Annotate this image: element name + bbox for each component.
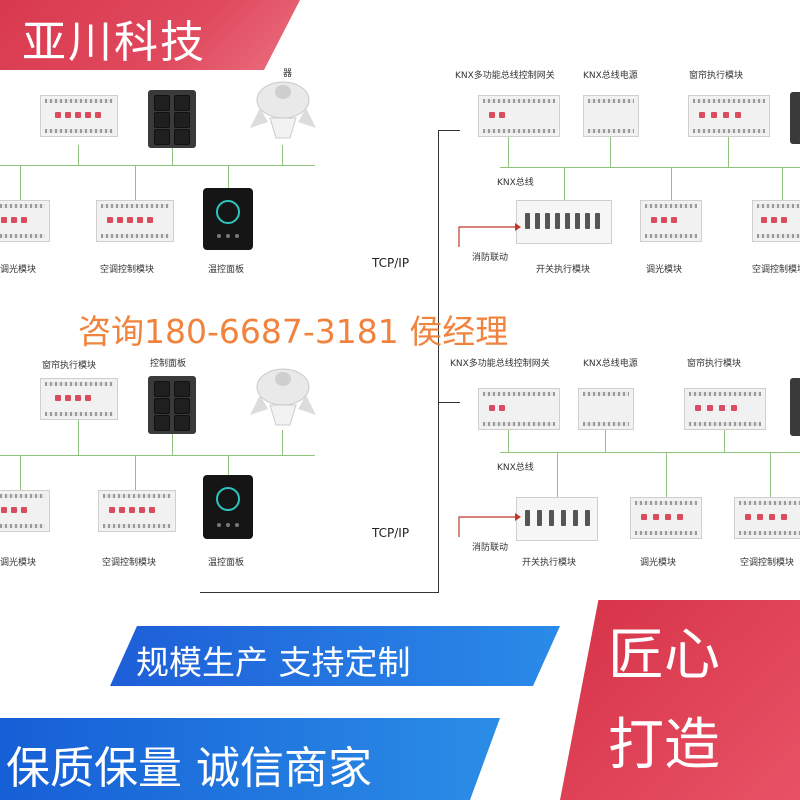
curtain-top-device xyxy=(688,95,770,137)
label-power-bottom: KNX总线电源 xyxy=(583,359,638,369)
label-dimmer-bottom-right: 调光模块 xyxy=(640,558,677,568)
badge-line1: 匠心 xyxy=(608,623,720,688)
label-knx-bus-top: KNX总线 xyxy=(497,178,534,188)
label-ac-bottom-right: 空调控制模块 xyxy=(740,558,795,568)
power-top-device xyxy=(583,95,639,137)
bus-line-top-right xyxy=(500,167,800,168)
banner-quality: 保质保量 诚信商家 xyxy=(0,718,500,800)
label-curtain-bottom: 窗帘执行模块 xyxy=(687,359,742,369)
label-ac-1: 空调控制模块 xyxy=(100,265,155,275)
dimmer-top-right-device xyxy=(640,200,702,242)
label-gateway-top: KNX多功能总线控制网关 xyxy=(455,71,555,81)
curtain-module-bottom-left-device xyxy=(40,378,118,420)
gateway-top-device xyxy=(478,95,560,137)
ceiling-sensor-bottom-icon xyxy=(250,368,316,426)
ac-bottom-right-device xyxy=(734,497,800,539)
banner-scale-production: 规模生产 支持定制 xyxy=(110,626,560,686)
badge-line2: 打造 xyxy=(608,713,720,778)
gateway-bottom-device xyxy=(478,388,560,430)
label-power-top: KNX总线电源 xyxy=(583,71,638,81)
curtain-bottom-device xyxy=(684,388,766,430)
label-control-panel: 控制面板 xyxy=(150,359,187,369)
label-ac-2: 空调控制模块 xyxy=(102,558,157,568)
label-knx-bus-bottom: KNX总线 xyxy=(497,463,534,473)
label-dimmer-2: 调光模块 xyxy=(0,558,37,568)
bus-line-bottom-right xyxy=(500,452,800,453)
label-curtain-top: 窗帘执行模块 xyxy=(689,71,744,81)
dimmer-bottom-right-device xyxy=(630,497,702,539)
label-switch-top: 开关执行模块 xyxy=(536,265,591,275)
thermostat-1-device xyxy=(203,188,253,250)
dimmer-module-1-device xyxy=(0,200,50,242)
bus-line-top-left xyxy=(0,165,315,166)
label-ac-top-right: 空调控制模块 xyxy=(752,265,800,275)
ac-module-1-device xyxy=(96,200,174,242)
tcp-ip-label-top: TCP/IP xyxy=(372,256,410,270)
brand-name: 亚川科技 xyxy=(22,17,206,68)
contact-phone-overlay: 咨询180-6687-3181 侯经理 xyxy=(78,312,509,351)
label-thermostat-1: 温控面板 xyxy=(208,265,245,275)
control-panel-bottom-device xyxy=(148,376,196,434)
dimmer-module-2-device xyxy=(0,490,50,532)
ac-module-2-device xyxy=(98,490,176,532)
curtain-module-top-left-device xyxy=(40,95,118,137)
label-switch-bottom: 开关执行模块 xyxy=(522,558,577,568)
banner-line1: 规模生产 支持定制 xyxy=(136,643,411,682)
label-thermostat-2: 温控面板 xyxy=(208,558,245,568)
ac-top-right-device xyxy=(752,200,800,242)
fire-link-arrow-bottom-icon xyxy=(458,513,521,537)
thermostat-2-device xyxy=(203,475,253,539)
label-fire-link-bottom: 消防联动 xyxy=(472,543,509,553)
control-panel-top-device xyxy=(148,90,196,148)
craftsmanship-badge: 匠心 打造 xyxy=(560,600,800,800)
fire-link-arrow-top-icon xyxy=(458,223,521,247)
label-dimmer-1: 调光模块 xyxy=(0,265,37,275)
label-dimmer-top-right: 调光模块 xyxy=(646,265,683,275)
label-curtain-left: 窗帘执行模块 xyxy=(42,361,97,371)
sensor-label-partial: 器 xyxy=(283,69,293,79)
switch-actuator-bottom-device xyxy=(516,497,598,541)
ceiling-sensor-top-icon xyxy=(250,81,316,139)
label-gateway-bottom: KNX多功能总线控制网关 xyxy=(450,359,550,369)
tcp-ip-label-bottom: TCP/IP xyxy=(372,526,410,540)
switch-actuator-top-device xyxy=(516,200,612,244)
power-bottom-device xyxy=(578,388,634,430)
brand-banner: 亚川科技 xyxy=(0,0,300,70)
label-fire-link-top: 消防联动 xyxy=(472,253,509,263)
banner-line2: 保质保量 诚信商家 xyxy=(6,743,372,794)
bus-line-bottom-left xyxy=(0,455,315,456)
